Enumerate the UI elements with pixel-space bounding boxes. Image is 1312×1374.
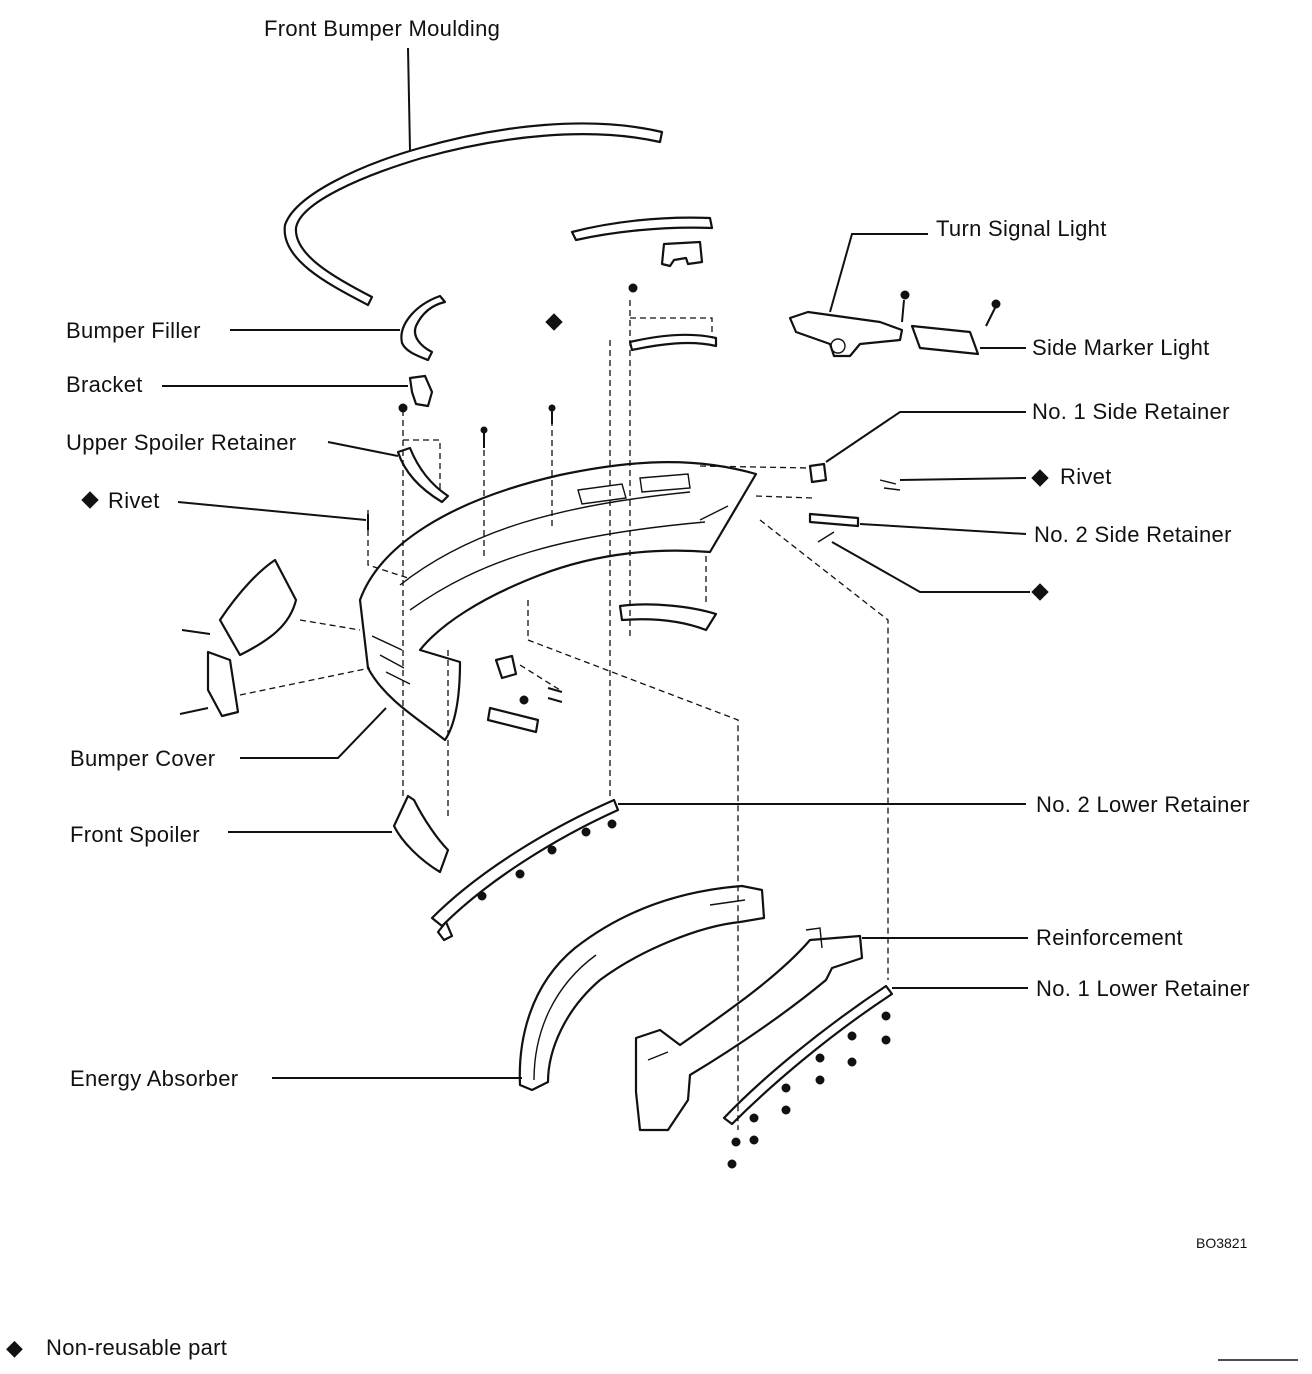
energy-absorber-part: [518, 884, 766, 1092]
figure-code: BO3821: [1196, 1235, 1248, 1251]
label-front-spoiler: Front Spoiler: [70, 822, 200, 847]
front-spoiler-part: [392, 794, 450, 874]
bumper-center-clips: [486, 603, 718, 734]
side-marker-light-part: [910, 299, 1001, 356]
bumper-filler-part: [400, 294, 447, 362]
front-bumper-moulding-part: [283, 122, 664, 307]
legend-symbol: ◆: [6, 1335, 23, 1360]
label-no1-lower-retainer: No. 1 Lower Retainer: [1036, 976, 1250, 1001]
label-no2-lower-retainer: No. 2 Lower Retainer: [1036, 792, 1250, 817]
label-energy-absorber: Energy Absorber: [70, 1066, 238, 1091]
reinforcement-part: [634, 927, 864, 1132]
upper-spoiler-retainer-part: [396, 446, 450, 504]
label-front-bumper-moulding: Front Bumper Moulding: [264, 16, 500, 41]
callout-labels: Front Bumper Moulding Turn Signal Light …: [6, 16, 1250, 1360]
diamond-marker-upper: [545, 313, 563, 331]
no1-lower-retainer-part: [722, 984, 894, 1169]
upper-trim-parts: [570, 216, 718, 352]
label-bracket: Bracket: [66, 372, 143, 397]
diamond-marker-right: [1031, 583, 1049, 601]
leader-lines: [162, 47, 1030, 1079]
label-no2-side-retainer: No. 2 Side Retainer: [1034, 522, 1232, 547]
label-rivet-right: Rivet: [1060, 464, 1112, 489]
diamond-marker-rivet-left: [81, 491, 99, 509]
label-side-marker-light: Side Marker Light: [1032, 335, 1210, 360]
bumper-cover-part: [358, 461, 758, 742]
side-retainer-parts: [808, 462, 901, 543]
label-rivet-left: Rivet: [108, 488, 160, 513]
bumper-side-brackets: [179, 558, 298, 718]
non-reusable-markers: [81, 313, 1049, 601]
label-reinforcement: Reinforcement: [1036, 925, 1183, 950]
legend-text: Non-reusable part: [46, 1335, 227, 1360]
label-upper-spoiler-retainer: Upper Spoiler Retainer: [66, 430, 296, 455]
label-bumper-filler: Bumper Filler: [66, 318, 201, 343]
diamond-marker-rivet-right: [1031, 469, 1049, 487]
label-no1-side-retainer: No. 1 Side Retainer: [1032, 399, 1230, 424]
assembly-guide-lines: [239, 300, 889, 1130]
label-bumper-cover: Bumper Cover: [70, 746, 215, 771]
fasteners: [367, 403, 563, 705]
turn-signal-light-part: [788, 290, 910, 358]
label-turn-signal-light: Turn Signal Light: [936, 216, 1107, 241]
no2-lower-retainer-part: [430, 798, 620, 942]
bracket-part: [408, 374, 434, 408]
